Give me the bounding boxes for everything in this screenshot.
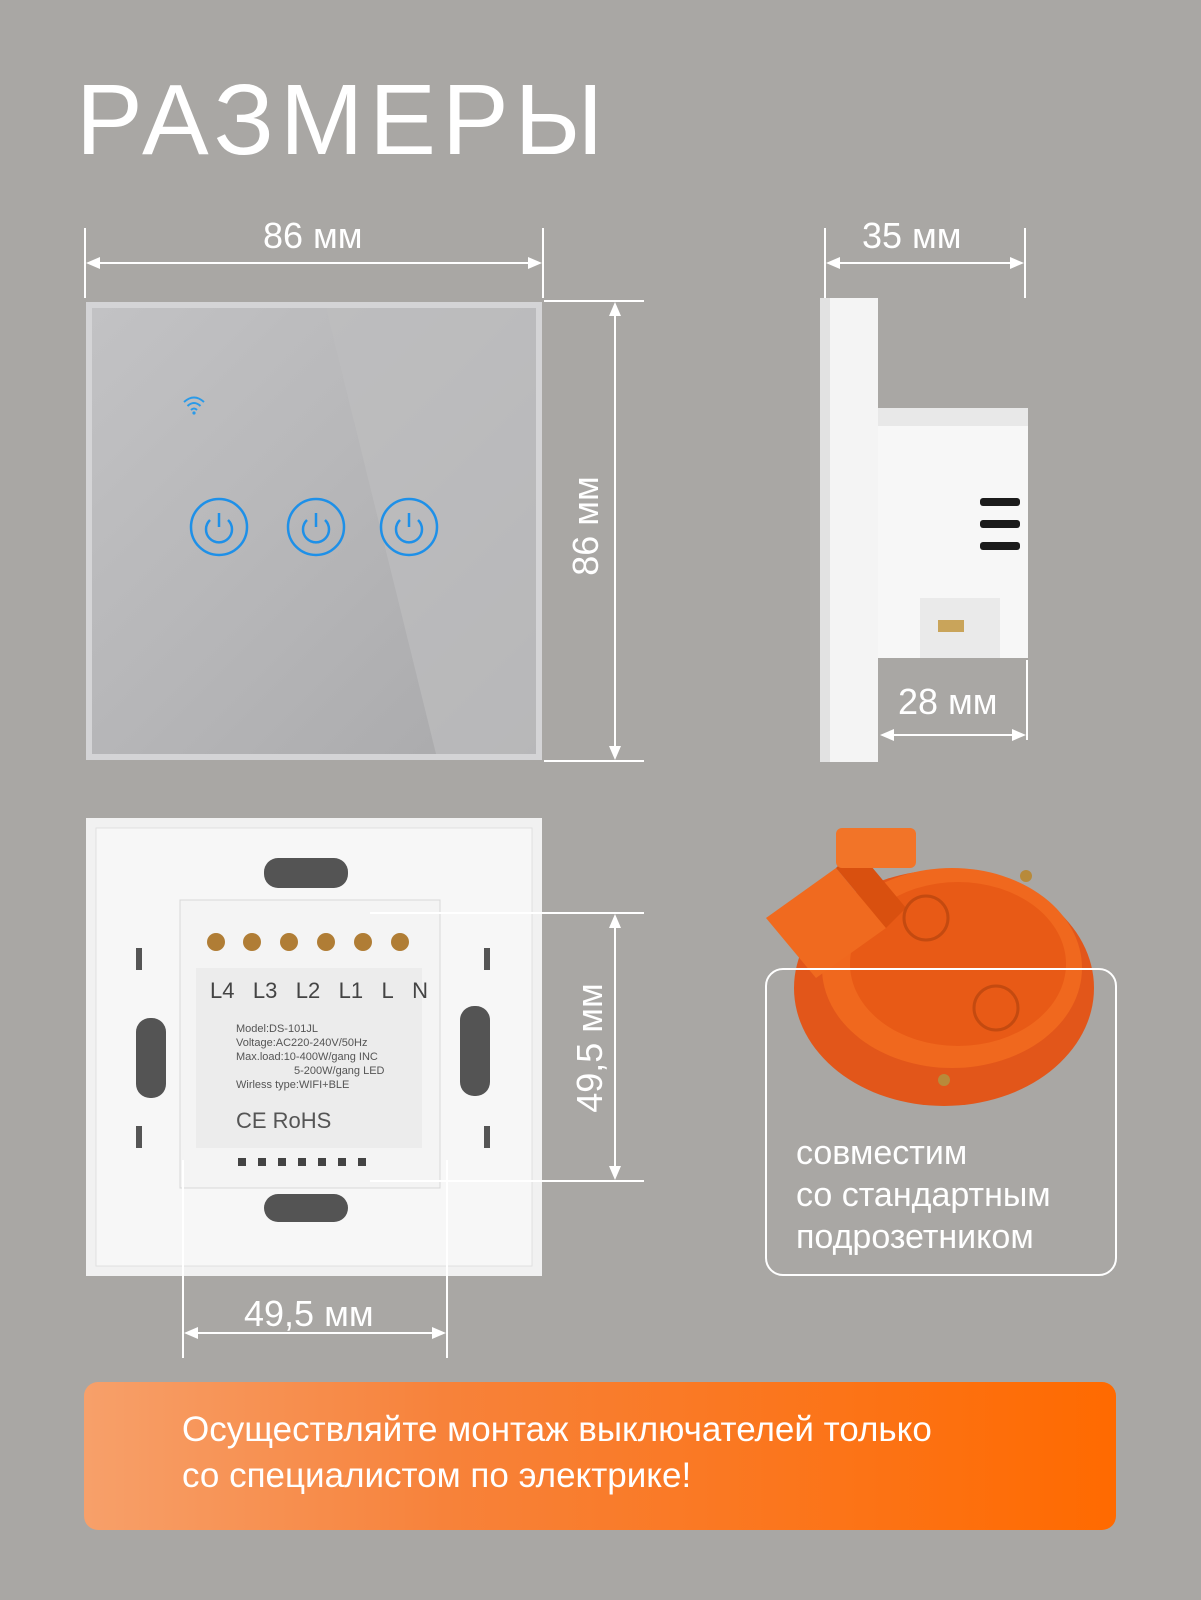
terminal-l2: L2 [295, 978, 321, 1003]
power-icon [379, 497, 439, 557]
side-inner-depth-label: 28 мм [898, 681, 998, 722]
spec-maxload-2: 5-200W/gang LED [294, 1065, 385, 1077]
side-inner-depth-dimension [880, 660, 1028, 741]
warning-line-2: со специалистом по электрике! [182, 1456, 692, 1495]
mounting-box-image [756, 818, 1106, 1118]
touch-button-3[interactable] [378, 496, 440, 558]
front-width-label: 86 мм [263, 215, 363, 256]
spec-wireless: Wirless type:WIFI+BLE [236, 1079, 350, 1091]
power-icon [189, 497, 249, 557]
back-width-dimension [182, 1160, 448, 1358]
spec-label: Model:DS-101JL Voltage:AC220-240V/50Hz M… [236, 1022, 436, 1092]
terminal-labels: L4 L3 L2 L1 L N [210, 978, 428, 1004]
terminal-n: N [412, 978, 428, 1003]
terminal-l1: L1 [338, 978, 364, 1003]
certification-marks: CE RoHS [236, 1108, 332, 1133]
terminal-l3: L3 [252, 978, 278, 1003]
touch-button-2[interactable] [285, 496, 347, 558]
switch-side-view [820, 298, 1028, 762]
power-icon [286, 497, 346, 557]
touch-button-1[interactable] [188, 496, 250, 558]
spec-maxload-1: Max.load:10-400W/gang INC [236, 1051, 378, 1063]
note-line-3: подрозетником [796, 1218, 1034, 1256]
spec-model: Model:DS-101JL [236, 1023, 318, 1035]
switch-back-view [86, 818, 542, 1276]
side-depth-dimension [824, 228, 1026, 298]
side-depth-label: 35 мм [862, 215, 962, 256]
terminal-l: L [381, 978, 394, 1003]
back-height-dimension [370, 912, 644, 1182]
page-title: РАЗМЕРЫ [76, 64, 610, 176]
compatibility-note-box [765, 968, 1117, 1276]
warning-line-1: Осуществляйте монтаж выключателей только [182, 1410, 932, 1449]
note-line-2: со стандартным [796, 1176, 1051, 1214]
compatibility-note: совместим со стандартным подрозетником [796, 1132, 1051, 1258]
warning-banner [84, 1382, 1116, 1530]
back-width-label: 49,5 мм [244, 1293, 374, 1334]
wifi-icon [182, 394, 206, 416]
switch-front-panel [86, 302, 542, 760]
warning-text: Осуществляйте монтаж выключателей только… [182, 1407, 932, 1499]
note-line-1: совместим [796, 1134, 968, 1172]
terminal-l4: L4 [210, 978, 235, 1003]
spec-voltage: Voltage:AC220-240V/50Hz [236, 1037, 368, 1049]
front-height-label: 86 мм [565, 476, 606, 576]
back-height-label: 49,5 мм [569, 983, 610, 1113]
front-height-dimension [544, 300, 644, 762]
front-width-dimension [84, 228, 544, 298]
